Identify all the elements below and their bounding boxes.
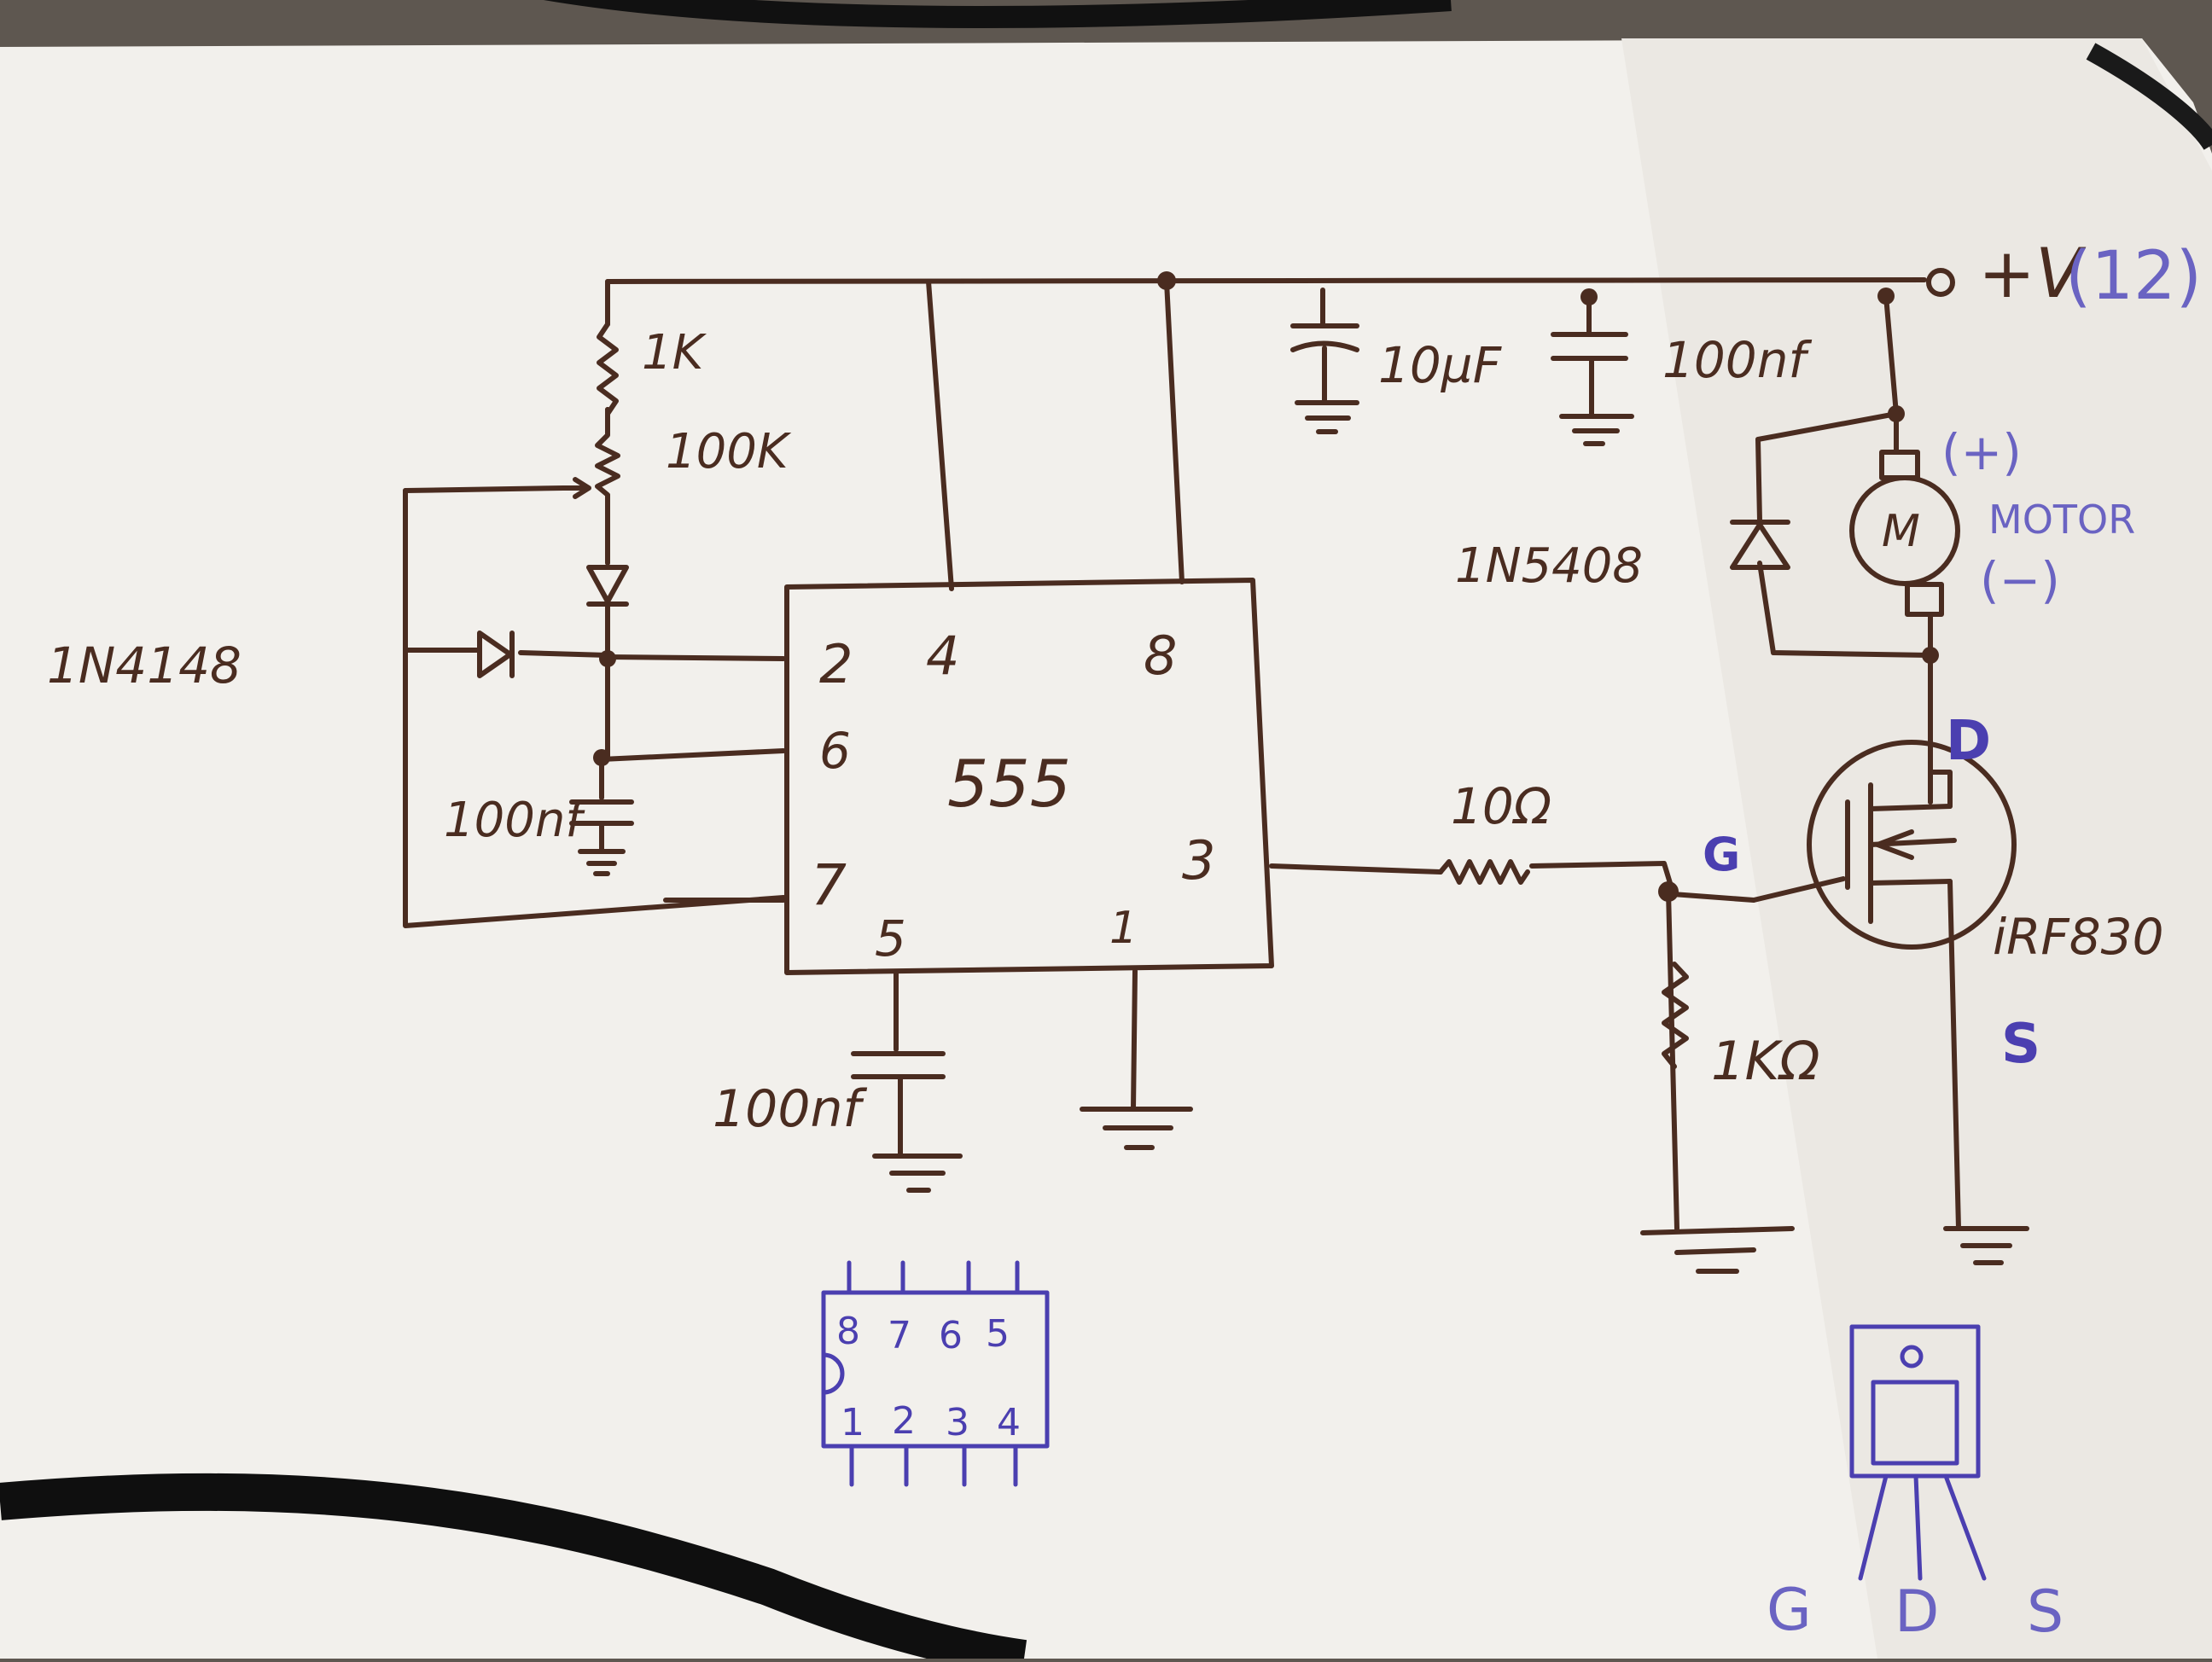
pin-7-label: 7 [811,852,847,918]
potentiometer-100k [595,407,620,514]
black-cable-bottom [0,1473,1027,1662]
resistor-1k-label: 1K [642,325,707,381]
motor-symbol: M [1882,506,1920,557]
capacitor-100nf-supply [1551,294,1634,446]
capacitor-pin5-label: 100nf [713,1079,868,1139]
capacitor-10uf [1290,288,1359,434]
timing-network-wires [403,279,786,928]
to220-pinout-diagram [1849,1324,1987,1581]
supply-value: (12) [2065,238,2202,315]
ic-555-body [784,578,1274,975]
pin-6-label: 6 [819,722,851,780]
diode-series [586,509,629,651]
diode-1n5408 [1730,520,1790,570]
pin-3-label: 3 [1182,829,1215,892]
pin-1-label: 1 [1109,903,1138,954]
motor-plus-label: (+) [1941,423,2022,481]
capacitor-10uf-label: 10µF [1378,336,1503,394]
black-cable-right [2086,43,2212,150]
pin-8-label: 8 [1144,625,1177,687]
motor-label: MOTOR [1988,497,2135,543]
ground-pin1 [1080,968,1193,1150]
mosfet-irf830 [1751,740,2017,1231]
to220-drain-label: D [1895,1578,1939,1646]
motor [1849,411,1960,617]
dip-top-pin-d: 5 [986,1312,1010,1356]
dip-bottom-pin-d: 4 [997,1401,1021,1444]
resistor-1k [597,322,619,416]
pins-4-8-wires [926,279,1185,591]
paper-sheet-shade [1621,38,2212,1659]
supply-label: +V [1978,234,2087,313]
paper-sheet [0,38,2212,1659]
mosfet-drain-label: D [1946,710,1991,773]
gate-drive-wires [1269,861,1756,1231]
capacitor-timing [569,757,634,876]
resistor-gate-label: 10Ω [1451,777,1551,835]
pin-5-label: 5 [875,909,906,968]
dip-bottom-pin-a: 1 [841,1401,864,1444]
dip-top-pin-c: 6 [939,1314,963,1357]
motor-minus-label: (−) [1980,551,2060,609]
resistor-pulldown-label: 1KΩ [1711,1030,1819,1092]
resistor-gate [1438,859,1530,885]
dip-top-pin-a: 8 [836,1310,860,1353]
ground-source [1943,1226,2029,1265]
dip8-pinout-diagram [821,1260,1050,1487]
pin-4-label: 4 [926,625,959,687]
mosfet-gate-label: G [1703,828,1740,881]
ic-555-label: 555 [947,746,1071,822]
capacitor-pin5 [851,970,963,1193]
diode-1n5408-label: 1N5408 [1455,538,1643,594]
mosfet-source-label: S [2001,1013,2040,1076]
dip-top-pin-b: 7 [888,1314,911,1357]
to220-source-label: S [2027,1578,2064,1646]
mosfet-irf830-label: iRF830 [1993,908,2163,966]
diode-1n4148 [477,631,515,678]
potentiometer-wiper-arrow [561,477,591,499]
pin-2-label: 2 [819,633,853,695]
black-cable-top [544,0,1452,28]
dip-bottom-pin-b: 2 [892,1399,916,1443]
resistor-pulldown [1662,962,1689,1069]
capacitor-timing-label: 100nf [444,793,588,848]
ground-pulldown [1640,1226,1795,1274]
potentiometer-100k-label: 100K [666,424,792,479]
to220-gate-label: G [1767,1577,1812,1644]
dip-bottom-pin-c: 3 [946,1401,969,1444]
diode-1n4148-label: 1N4148 [47,636,242,694]
capacitor-100nf-supply-label: 100nf [1662,331,1812,389]
